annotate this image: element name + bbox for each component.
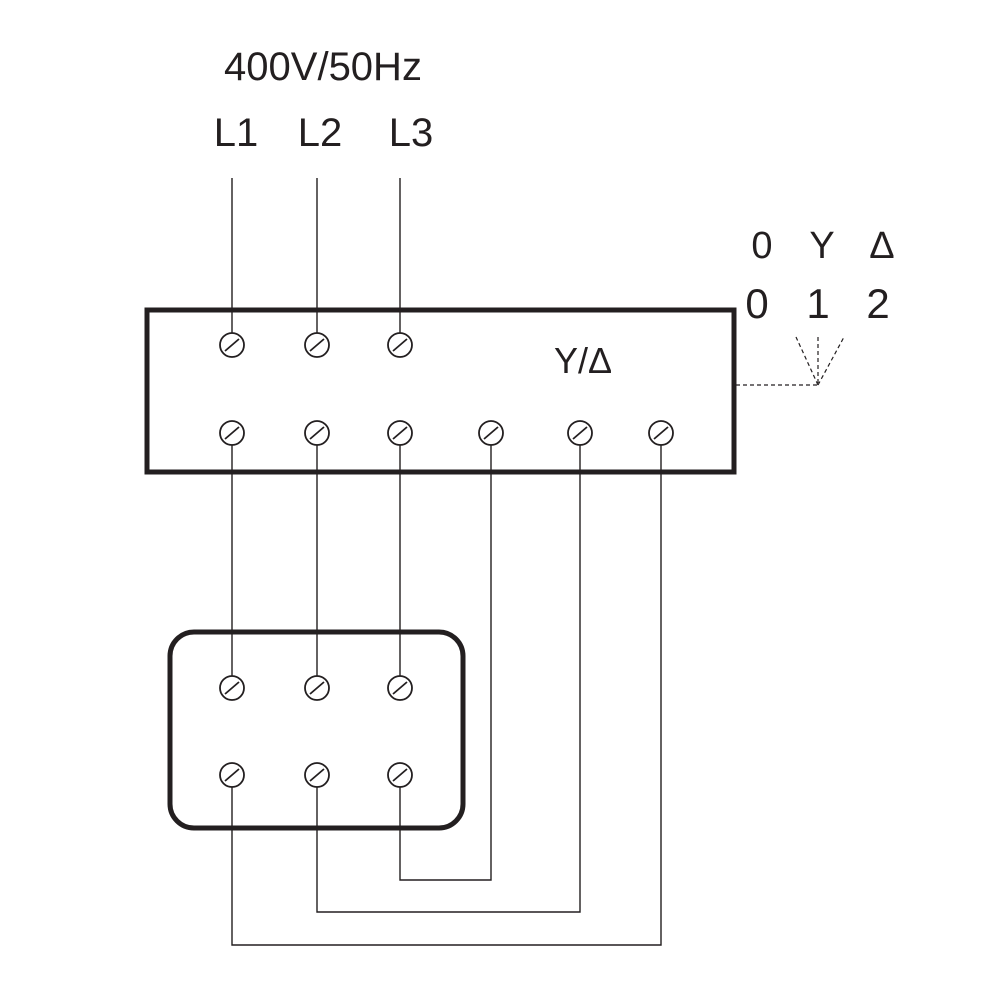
switch-terminal-out-4 [478, 420, 504, 446]
switch-terminal-in-3 [387, 332, 413, 358]
wire-v2 [316, 445, 581, 913]
switch-terminal-in-1 [219, 332, 245, 358]
switch-pos-symbol-0: 0 [751, 225, 772, 267]
switch-actuator-linkage [736, 336, 845, 386]
wire-w2 [399, 445, 492, 881]
switch-terminal-out-5 [567, 420, 593, 446]
motor-terminal-w1 [387, 675, 413, 701]
motor-terminal-v1 [304, 675, 330, 701]
switch-pos-number-2: 2 [866, 280, 889, 327]
switch-terminal-out-3 [387, 420, 413, 446]
wire-u2 [231, 445, 662, 946]
phase-label-l3: L3 [389, 111, 434, 155]
switch-pos-symbol-y: Y [809, 225, 834, 267]
switch-pos-number-1: 1 [806, 280, 829, 327]
motor-terminal-box [167, 629, 466, 831]
supply-wires [231, 178, 401, 333]
switch-pos-number-0: 0 [745, 280, 768, 327]
motor-terminal-w2 [387, 762, 413, 788]
motor-terminal-u2 [219, 762, 245, 788]
switch-terminal-out-6 [648, 420, 674, 446]
phase-label-l1: L1 [214, 111, 259, 155]
switch-terminal-in-2 [304, 332, 330, 358]
motor-wires [231, 445, 662, 946]
switch-terminal-out-1 [219, 420, 245, 446]
phase-label-l2: L2 [298, 111, 343, 155]
supply-voltage-label: 400V/50Hz [224, 45, 422, 89]
star-delta-switch-box [144, 307, 737, 475]
actuator-dashed-line [736, 336, 819, 386]
actuator-pos-0-line [795, 336, 819, 386]
motor-terminal-u1 [219, 675, 245, 701]
switch-label: Y/Δ [554, 340, 612, 381]
actuator-pos-2-line [817, 336, 845, 386]
motor-terminal-v2 [304, 762, 330, 788]
switch-pos-symbol-delta: Δ [869, 225, 894, 267]
switch-terminal-out-2 [304, 420, 330, 446]
